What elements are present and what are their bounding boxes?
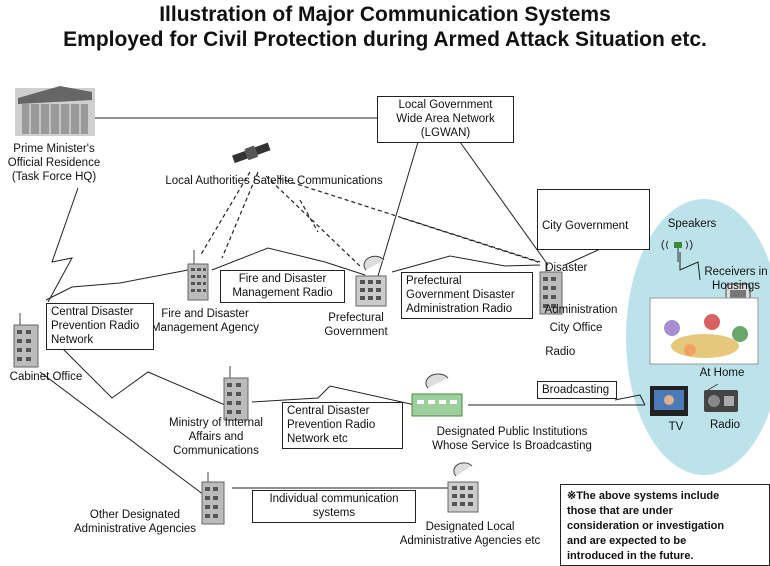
city-radio-line-4: Radio (542, 346, 576, 358)
receivers-label: Receivers in Housings (696, 265, 770, 293)
radio-icon (704, 383, 738, 412)
prefectural-line-1: Prefectural (328, 312, 384, 324)
pref-radio-box: Prefectural Government Disaster Administ… (401, 272, 533, 319)
cabinet-office-building-icon (13, 313, 39, 368)
fire-radio-box: Fire and Disaster Management Radio (220, 270, 345, 303)
local-agencies-label: Designated Local Administrative Agencies… (390, 520, 550, 548)
prime-minister-line-1: Prime Minister's (13, 143, 95, 155)
fire-radio-line-1: Fire and Disaster (238, 273, 327, 285)
public-institutions-line-2: Whose Service Is Broadcasting (432, 440, 592, 452)
tv-icon (650, 386, 688, 416)
local-agencies-line-2: Administrative Agencies etc (399, 535, 541, 547)
prefectural-line-2: Government (324, 326, 388, 338)
other-agencies-line-2: Administrative Agencies (73, 523, 197, 535)
central-radio-etc-line-3: Network etc (287, 433, 348, 445)
future-systems-note: ※The above systems include those that ar… (560, 484, 770, 566)
prime-minister-building-icon (15, 86, 95, 136)
lgwan-line-2: Wide Area Network (396, 113, 495, 125)
public-institutions-label: Designated Public Institutions Whose Ser… (412, 425, 612, 453)
other-agencies-label: Other Designated Administrative Agencies (60, 508, 210, 536)
mic-label: Ministry of Internal Affairs and Communi… (158, 416, 274, 458)
prime-minister-line-3: (Task Force HQ) (11, 171, 97, 183)
broadcasting-box: Broadcasting (537, 381, 617, 399)
lgwan-line-3: (LGWAN) (420, 127, 471, 139)
mic-line-3: Communications (173, 445, 259, 457)
individual-systems-box: Individual communication systems (252, 490, 416, 523)
lgwan-line-1: Local Government (398, 99, 493, 111)
tv-label: TV (668, 421, 684, 433)
lgwan-box: Local Government Wide Area Network (LGWA… (377, 96, 514, 143)
central-radio-etc-box: Central Disaster Prevention Radio Networ… (282, 402, 403, 449)
radio-label: Radio (709, 419, 741, 431)
city-radio-line-3: Administration (542, 304, 618, 316)
central-radio-line-2: Prevention Radio (51, 320, 140, 332)
prefectural-building-icon (355, 255, 387, 307)
other-agencies-line-1: Other Designated (89, 509, 181, 521)
pref-radio-line-3: Administration Radio (406, 303, 513, 315)
receivers-line-1: Receivers in (704, 266, 768, 278)
prefectural-label: Prefectural Government (316, 311, 396, 339)
home-scene-icon (649, 297, 759, 365)
fdma-building-icon (187, 250, 209, 301)
title-line-1: Illustration of Major Communication Syst… (159, 3, 611, 26)
prime-minister-line-2: Official Residence (7, 157, 101, 169)
prime-minister-label: Prime Minister's Official Residence (Tas… (0, 142, 108, 184)
pref-radio-line-1: Prefectural (406, 275, 462, 287)
satellite-label: Local Authorities Satellite Communicatio… (165, 175, 383, 187)
central-radio-box: Central Disaster Prevention Radio Networ… (46, 303, 154, 350)
speaker-icon (661, 239, 693, 262)
note-line-2: those that are under (567, 505, 673, 517)
note-line-1: ※The above systems include (567, 490, 720, 502)
public-institutions-building-icon (411, 373, 463, 417)
receivers-line-2: Housings (712, 280, 760, 292)
title-line-2: Employed for Civil Protection during Arm… (63, 28, 707, 51)
city-radio-box: City Government Disaster Administration … (537, 189, 650, 358)
mic-building-icon (223, 366, 249, 421)
fire-radio-line-2: Management Radio (232, 287, 333, 299)
city-office-building-icon (539, 262, 563, 315)
public-institutions-line-1: Designated Public Institutions (436, 426, 588, 438)
local-agencies-line-1: Designated Local (425, 521, 515, 533)
city-radio-line-1: City Government (542, 220, 629, 232)
central-radio-etc-line-2: Prevention Radio (287, 419, 376, 431)
city-office-label: City Office (549, 322, 603, 334)
central-radio-line-1: Central Disaster (51, 306, 134, 318)
mic-line-2: Affairs and (188, 431, 244, 443)
fdma-label: Fire and Disaster Management Agency (150, 307, 260, 335)
satellite-icon (232, 142, 271, 164)
at-home-label: At Home (699, 367, 745, 379)
central-radio-line-3: Network (51, 334, 94, 346)
central-radio-etc-line-1: Central Disaster (287, 405, 370, 417)
pref-radio-line-2: Government Disaster (406, 289, 515, 301)
note-line-3: consideration or investigation (567, 520, 725, 532)
note-line-4: and are expected to be (567, 535, 687, 547)
individual-line-2: systems (312, 507, 356, 519)
local-agencies-building-icon (447, 462, 479, 513)
fdma-line-2: Management Agency (150, 322, 260, 334)
note-line-5: introduced in the future. (567, 550, 694, 562)
cabinet-office-label: Cabinet Office (9, 371, 83, 383)
individual-line-1: Individual communication (269, 493, 399, 505)
other-agencies-building-icon (201, 472, 225, 525)
speakers-label: Speakers (667, 218, 717, 230)
fdma-line-1: Fire and Disaster (161, 308, 249, 320)
mic-line-1: Ministry of Internal (169, 417, 263, 429)
city-radio-line-2: Disaster (542, 262, 588, 274)
